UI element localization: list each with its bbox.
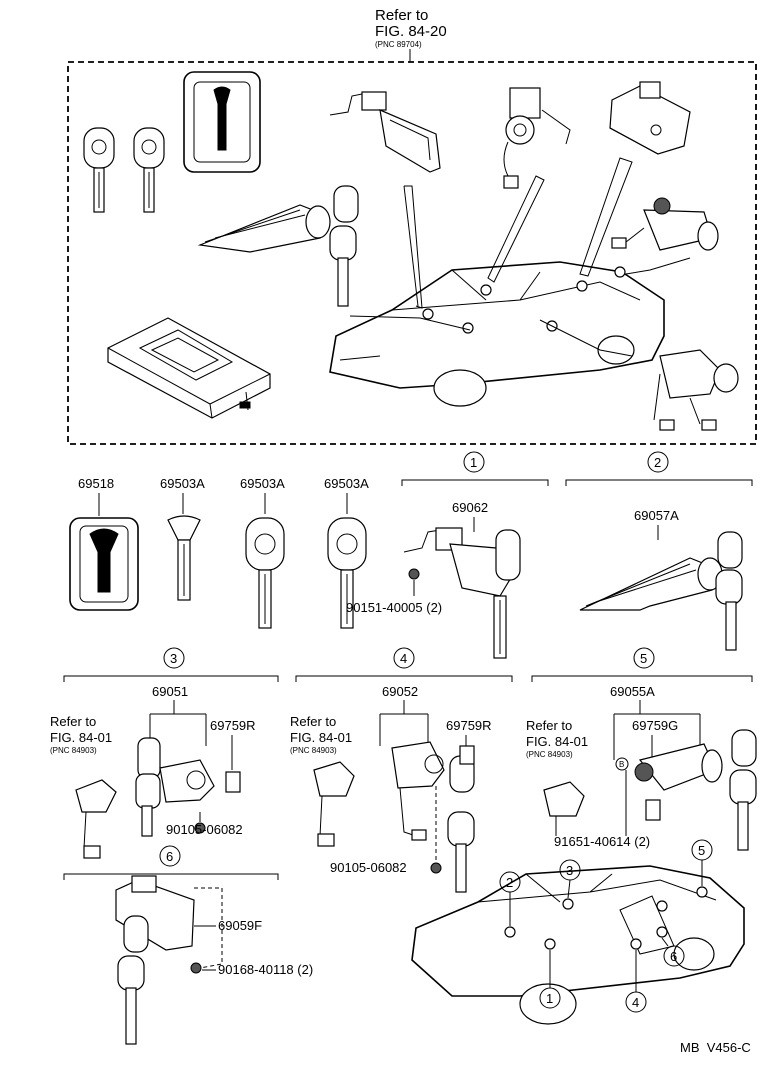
locator-callout-6: 6 [661,937,685,967]
part-69059f: 69059F [218,918,262,933]
header-refer-line3: (PNC 89704) [375,40,422,49]
header-refer-line1: Refer to [375,7,428,24]
locator-callout-5: 5 [691,839,713,886]
part-90105-1: 90105-06082 [166,822,243,837]
overview-key-card [183,71,261,173]
group5-refer-line1: Refer to [526,718,572,733]
part-69052: 69052 [382,684,418,699]
part-69518: 69518 [78,476,114,491]
svg-text:6: 6 [670,949,677,964]
part-90105-2: 90105-06082 [330,860,407,875]
part-69759r-2: 69759R [446,718,492,733]
group5-refer-line3: (PNC 84903) [526,750,573,759]
group4-refer-line3: (PNC 84903) [290,746,337,755]
door-lock-switch-g5 [543,781,585,836]
trunk-lock-69055a [634,729,757,851]
callout-3: 3 [163,647,185,669]
svg-text:3: 3 [170,651,177,666]
callout-b: B [615,757,629,771]
svg-text:2: 2 [506,875,513,890]
callout-1: 1 [463,451,485,473]
svg-text:5: 5 [698,843,705,858]
part-69055a: 69055A [610,684,655,699]
part-69759r-1: 69759R [210,718,256,733]
locator-callout-2: 2 [499,871,521,926]
drawing-code: MB V456-C [680,1040,751,1055]
group3-refer-line2: FIG. 84-01 [50,730,112,745]
key-blank-69503a [167,515,201,601]
bracket-group-1 [401,479,549,486]
svg-text:1: 1 [546,991,553,1006]
part-69057a: 69057A [634,508,679,523]
leader-69051 [149,700,207,746]
part-69503a-2: 69503A [240,476,285,491]
door-lock-switch-g3 [75,779,117,859]
group4-refer-line2: FIG. 84-01 [290,730,352,745]
group3-refer-line3: (PNC 84903) [50,746,97,755]
svg-text:B: B [619,760,624,769]
overview-trunk-lock [611,197,719,251]
part-69062: 69062 [452,500,488,515]
overview-car [329,261,665,407]
overview-ecu [107,317,271,419]
overview-arrows [349,157,691,357]
group3-refer-line1: Refer to [50,714,96,729]
callout-5: 5 [633,647,655,669]
callout-2: 2 [647,451,669,473]
overview-lock-cylinder-top [503,87,571,189]
bracket-group-3 [63,675,279,682]
locator-callout-3: 3 [559,859,581,899]
leader-69055a [613,700,701,760]
door-lock-69051 [135,737,241,837]
svg-text:3: 3 [566,863,573,878]
svg-text:6: 6 [166,849,173,864]
part-69759g: 69759G [632,718,678,733]
ignition-cylinder-69057a [579,531,743,651]
part-90151: 90151-40005 (2) [346,600,442,615]
part-69051: 69051 [152,684,188,699]
overview-ignition-cylinder [197,185,359,307]
group5-refer-line2: FIG. 84-01 [526,734,588,749]
leader-69052 [379,700,429,746]
overview-key-left [83,127,115,213]
overview-frame [67,61,757,445]
bracket-group-6 [63,873,279,880]
overview-door-latch [329,91,441,173]
locator-callout-4: 4 [625,950,647,1013]
callout-4: 4 [393,647,415,669]
overview-door-lock-cylinder [653,349,739,431]
door-lock-69052 [391,741,475,893]
svg-text:2: 2 [654,455,661,470]
svg-text:5: 5 [640,651,647,666]
key-sub-69503a [327,517,367,629]
overview-glovebox-lock [609,81,691,155]
bracket-group-5 [531,675,753,682]
svg-text:4: 4 [400,651,407,666]
overview-key-right [133,127,165,213]
key-card-69518 [69,517,139,611]
header-refer-line2: FIG. 84-20 [375,23,447,40]
door-lock-switch-g4 [313,761,355,847]
group4-refer-line1: Refer to [290,714,336,729]
part-69503a-1: 69503A [160,476,205,491]
bracket-group-4 [295,675,513,682]
part-90168: 90168-40118 (2) [218,962,313,977]
key-master-69503a [245,517,285,629]
door-lock-switch-69062 [403,527,521,659]
svg-text:4: 4 [632,995,639,1010]
part-91651: 91651-40614 (2) [554,834,650,849]
part-69503a-3: 69503A [324,476,369,491]
locator-callout-1: 1 [539,950,561,1009]
callout-6: 6 [159,845,181,867]
glovebox-lock-69059f [115,875,223,1045]
bracket-group-2 [565,479,753,486]
svg-text:1: 1 [470,455,477,470]
